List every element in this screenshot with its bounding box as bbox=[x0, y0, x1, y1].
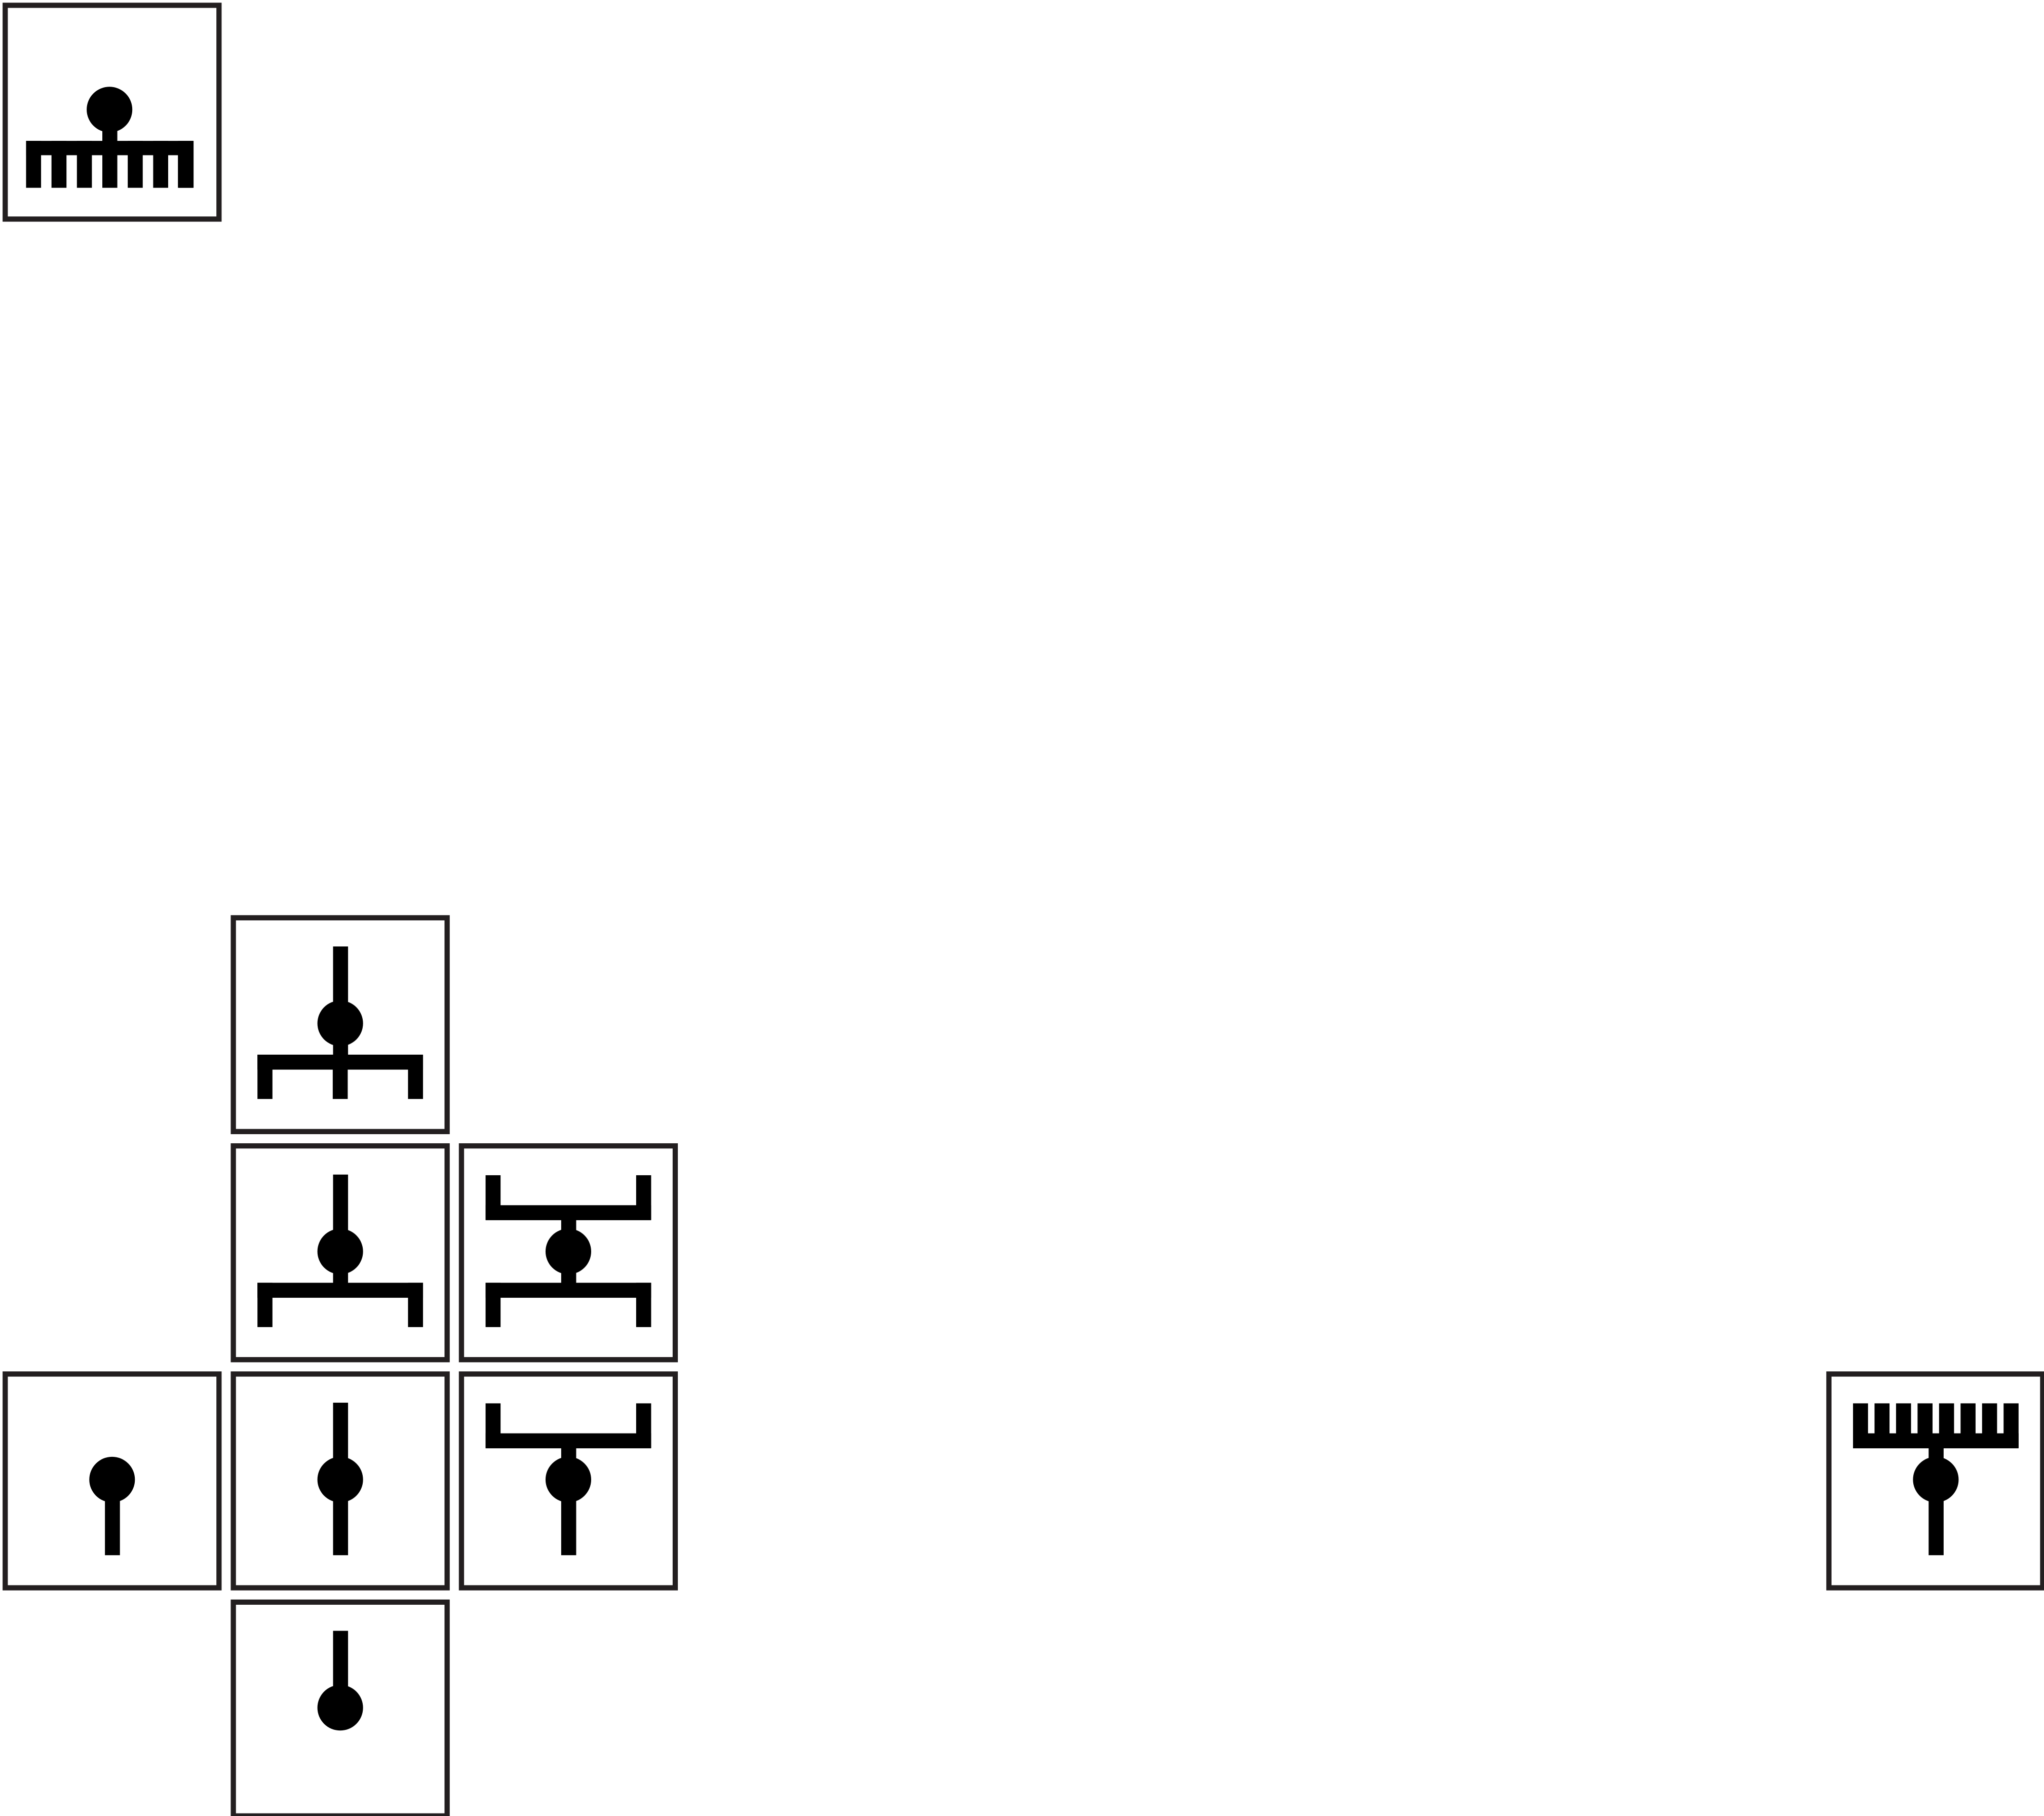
comb-prong bbox=[128, 141, 143, 188]
tile-tee-with-spur bbox=[230, 915, 450, 1134]
tiles-layer bbox=[3, 3, 2044, 1816]
connector-dot bbox=[317, 1000, 363, 1047]
fork-bar bbox=[485, 1433, 651, 1449]
connector-dot bbox=[87, 87, 133, 133]
comb-prong bbox=[1917, 1403, 1933, 1448]
connector-dot bbox=[317, 1228, 363, 1274]
fork-prong bbox=[332, 1055, 348, 1099]
connector-dot bbox=[317, 1456, 363, 1502]
connector-dot bbox=[317, 1685, 363, 1731]
fork-prong bbox=[485, 1175, 501, 1220]
double-bracket-icon bbox=[485, 1175, 651, 1327]
comb-prong bbox=[178, 141, 193, 188]
fork-bar bbox=[485, 1205, 651, 1220]
hub-with-seven-upward-prongs-icon bbox=[1853, 1403, 2019, 1556]
tile-end-stub bbox=[3, 1371, 222, 1591]
connector-dot bbox=[545, 1456, 592, 1502]
comb-prong bbox=[51, 141, 67, 188]
comb-prong bbox=[1939, 1403, 1954, 1448]
tile-frame bbox=[230, 1371, 450, 1591]
comb-prong bbox=[1982, 1403, 1997, 1448]
fork-prong bbox=[408, 1283, 423, 1327]
tile-cap-top bbox=[230, 1599, 450, 1816]
fork-prong bbox=[408, 1055, 423, 1099]
tile-frame bbox=[3, 3, 222, 222]
comb-prong bbox=[102, 141, 118, 188]
tee-with-center-spur-icon bbox=[257, 946, 423, 1099]
tile-tee-down bbox=[230, 1143, 450, 1363]
fork-prong bbox=[636, 1175, 651, 1220]
fork-prong bbox=[485, 1283, 501, 1327]
comb-prong bbox=[1960, 1403, 1976, 1448]
fork-bar bbox=[257, 1283, 423, 1298]
comb-prong bbox=[1853, 1403, 1868, 1448]
tile-multi-drop-up bbox=[1826, 1371, 2044, 1591]
tee-down-icon bbox=[257, 1174, 423, 1327]
tile-frame bbox=[230, 915, 450, 1134]
fork-prong bbox=[257, 1055, 273, 1099]
tile-tee-up bbox=[458, 1371, 678, 1591]
tile-frame bbox=[458, 1143, 678, 1363]
fork-bar bbox=[485, 1283, 651, 1298]
fork-prong bbox=[636, 1283, 651, 1327]
straight-through-icon bbox=[317, 1403, 363, 1556]
fork-prong bbox=[636, 1403, 651, 1448]
tile-frame bbox=[458, 1371, 678, 1591]
tile-multi-drop-down bbox=[3, 3, 222, 222]
comb-prong bbox=[76, 141, 92, 188]
tile-frame bbox=[3, 1371, 222, 1591]
hub-with-seven-downward-prongs-icon bbox=[26, 87, 194, 188]
single-end-stub-icon bbox=[89, 1456, 135, 1556]
tile-frame bbox=[1826, 1371, 2044, 1591]
comb-prong bbox=[26, 141, 42, 188]
comb-prong bbox=[2003, 1403, 2019, 1448]
tee-up-icon bbox=[485, 1403, 651, 1556]
connector-dot bbox=[89, 1456, 135, 1502]
stem-line bbox=[102, 126, 118, 142]
comb-prong bbox=[153, 141, 168, 188]
comb-prong bbox=[1874, 1403, 1890, 1448]
tile-double-bracket bbox=[458, 1143, 678, 1363]
fork-prong bbox=[257, 1283, 273, 1327]
top-cap-icon bbox=[317, 1631, 363, 1731]
connector-dot bbox=[1913, 1456, 1959, 1502]
comb-prong bbox=[1896, 1403, 1911, 1448]
connector-dot bbox=[545, 1228, 592, 1274]
tile-frame bbox=[230, 1143, 450, 1363]
tile-straight bbox=[230, 1371, 450, 1591]
fork-prong bbox=[485, 1403, 501, 1448]
